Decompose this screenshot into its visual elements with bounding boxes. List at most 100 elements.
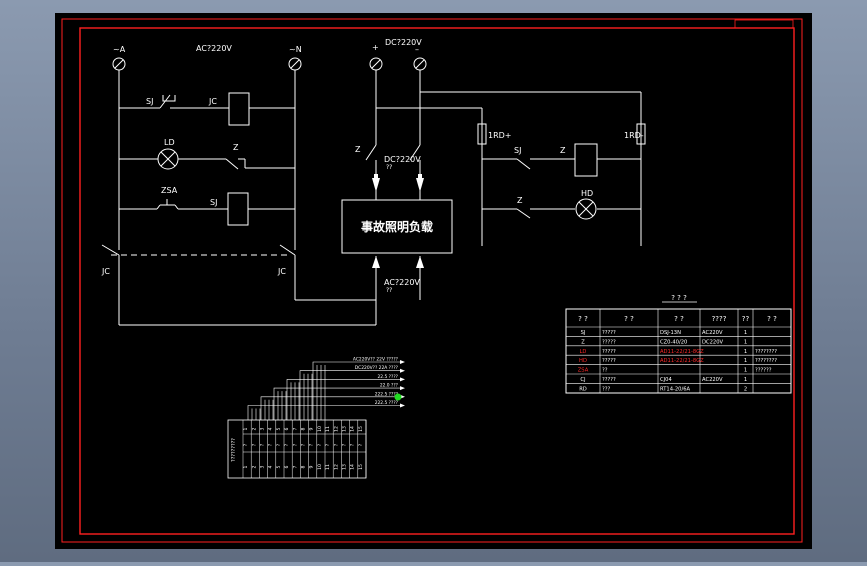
terminal-cell: ?	[260, 443, 266, 446]
green-node[interactable]	[394, 393, 402, 401]
title-tab	[734, 19, 794, 29]
bom-cell: DC220V	[702, 339, 724, 345]
bom-cell: ?????	[602, 330, 616, 336]
bom-cell: 1	[744, 377, 747, 383]
terminal-block-diagram: AC220V?? 22V ?????DC220V?? 22A ????22.5 …	[227, 357, 405, 479]
terminal-cell: ?	[268, 443, 274, 446]
terminal-cell: 6	[284, 427, 290, 430]
label-z-contact-right: Z	[517, 196, 523, 205]
label-ld-lamp: LD	[164, 138, 175, 147]
terminal-cell: 2	[251, 465, 257, 468]
lamp-ld[interactable]	[157, 148, 179, 170]
bom-cell: ??	[602, 368, 608, 374]
bom-cell: ????????	[755, 349, 777, 355]
dc-minus-label: –	[415, 45, 419, 54]
terminal-cell: ?	[301, 443, 307, 446]
bom-header-cell: ????	[712, 315, 727, 323]
terminal-cell: 11	[325, 464, 331, 470]
bom-cell: CJ04	[660, 377, 672, 383]
bom-cell: SJ	[581, 330, 586, 336]
bom-cell: AC220V	[702, 377, 723, 383]
bom-cell: ZSA	[578, 368, 589, 374]
terminal-cell: 9	[309, 427, 315, 430]
tb-side-label: ?????????	[231, 438, 237, 462]
label-ac-center: AC?220V	[384, 278, 420, 287]
bom-cell: HD	[579, 358, 587, 364]
ac-supply-label: AC?220V	[196, 44, 232, 53]
lamp-hd[interactable]	[575, 198, 597, 220]
terminal-cell: 2	[251, 427, 257, 430]
terminal-cell: 5	[276, 427, 282, 430]
terminal-cell: ?	[251, 443, 257, 446]
pushbutton-zsa[interactable]	[160, 199, 179, 210]
wiring	[101, 70, 642, 326]
terminal-cell: 6	[284, 465, 290, 468]
timer-contact-mark	[162, 95, 176, 102]
terminal-cell: 7	[292, 465, 298, 468]
coil-jc[interactable]	[228, 92, 250, 126]
bom-cell: Z	[581, 339, 585, 345]
bom-header-cell: ? ?	[578, 315, 588, 323]
bom-cell: ?????	[602, 377, 616, 383]
terminal-cell: 1	[243, 427, 249, 430]
bom-cell: 1	[744, 358, 747, 364]
terminal-cell: 3	[260, 465, 266, 468]
label-z-contact-left: Z	[233, 143, 239, 152]
terminal-cell: 11	[325, 426, 331, 432]
terminal-cell: 5	[276, 465, 282, 468]
bom-cell: RT14-20/6A	[660, 386, 691, 392]
terminal-cell: 12	[333, 426, 339, 432]
bom-cell: RD	[579, 386, 587, 392]
terminal-cell: ?	[276, 443, 282, 446]
label-dc-center: DC?220V	[384, 155, 421, 164]
terminal-leader-label: AC220V?? 22V ?????	[353, 357, 399, 363]
label-zsa: ZSA	[161, 186, 178, 195]
terminal-cell: ?	[243, 443, 249, 446]
terminal-cell: ?	[292, 443, 298, 446]
terminal-cell: 10	[317, 464, 323, 470]
bom-cell: AC220V	[702, 330, 723, 336]
terminal-leader-label: 22.0 ???	[380, 383, 399, 389]
label-hd-lamp: HD	[581, 189, 593, 198]
bom-cell: AD11-22/21-8GZ	[660, 358, 704, 364]
emergency-load-box[interactable]	[341, 199, 453, 254]
terminal-leader-label: DC220V?? 22A ????	[355, 365, 399, 371]
dc-plus-label: +	[372, 43, 379, 52]
terminal-cell: 8	[301, 427, 307, 430]
coil-z[interactable]	[574, 143, 598, 177]
load-box-label: 事故照明负载	[361, 219, 433, 234]
bom-header-cell: ? ?	[674, 315, 684, 323]
label-jc-coil: JC	[208, 97, 217, 106]
terminal-cell: ?	[309, 443, 315, 446]
terminal-leader-label: 222.5 ????	[375, 400, 399, 406]
terminal-cell: 13	[342, 464, 348, 470]
terminal-label-ac-n: ~N	[289, 45, 302, 54]
drawing-canvas	[55, 13, 812, 549]
bom-cell: ????????	[755, 358, 777, 364]
bom-cell: ??????	[755, 368, 772, 374]
fuse-1rd-plus[interactable]	[477, 123, 487, 145]
bom-cell: ?????	[602, 339, 616, 345]
bom-header-cell: ? ?	[767, 315, 777, 323]
terminal-cell: ?	[342, 443, 348, 446]
coil-sj[interactable]	[227, 192, 249, 226]
terminal-cell: 14	[350, 464, 356, 470]
bom-cell: ?????	[602, 349, 616, 355]
label-z-switch: Z	[355, 145, 361, 154]
terminal-cell: ?	[333, 443, 339, 446]
terminal-cell: ?	[358, 443, 364, 446]
terminal-label-ac-a: ~A	[113, 45, 126, 54]
label-sj-coil: SJ	[210, 198, 217, 207]
bom-cell: ?????	[602, 358, 616, 364]
label-ac-sub: ??	[386, 287, 392, 294]
label-sj-contact: SJ	[146, 97, 153, 106]
load-arrows	[372, 174, 424, 268]
terminal-cell: ?	[317, 443, 323, 446]
fuse-1rd-minus[interactable]	[636, 123, 646, 145]
bom-cell: 1	[744, 349, 747, 355]
bom-header-cell: ? ?	[624, 315, 634, 323]
terminal-leader-label: 222.5 ????	[375, 391, 399, 397]
